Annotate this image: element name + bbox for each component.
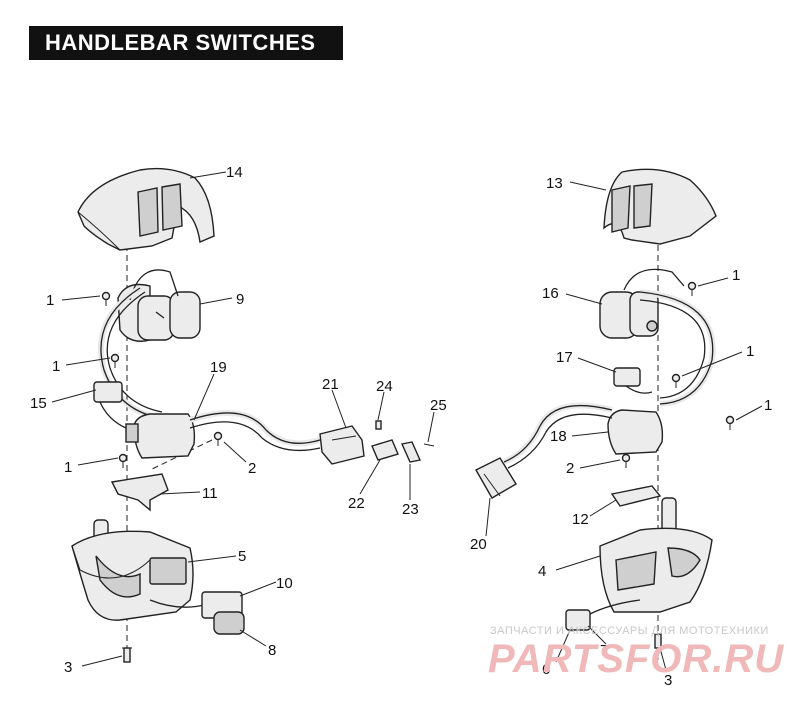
- callout-18: 18: [550, 428, 567, 445]
- seal-22: [371, 439, 399, 461]
- right-connector-20: [475, 457, 517, 499]
- callout-11: 11: [202, 485, 218, 502]
- callout-15: 15: [30, 395, 47, 412]
- left-lower-switch-housing: [71, 519, 194, 621]
- callout-13: 13: [546, 175, 563, 192]
- left-module-19: [125, 413, 196, 459]
- callout-10: 10: [276, 575, 293, 592]
- screw-24: [375, 420, 382, 430]
- right-handlebar-assembly: [475, 168, 735, 660]
- right-bracket: [610, 485, 662, 507]
- right-screw-3: [654, 633, 662, 649]
- left-screw-3: [122, 647, 132, 663]
- leader-lines: [51, 171, 763, 671]
- callout-5: 5: [238, 548, 246, 565]
- watermark: ЗАПЧАСТИ И АКСЕССУАРЫ ДЛЯ МОТОТЕХНИКИ PA…: [488, 625, 784, 681]
- callout-1-right-c: 1: [764, 397, 772, 414]
- right-screw-2: [621, 453, 631, 468]
- watermark-tagline: ЗАПЧАСТИ И АКСЕССУАРЫ ДЛЯ МОТОТЕХНИКИ: [490, 625, 769, 637]
- left-screw-1b: [110, 353, 120, 368]
- callout-12: 12: [572, 511, 589, 528]
- gasket-23: [401, 441, 421, 463]
- right-lower-switch-housing: [599, 497, 713, 613]
- callout-19: 19: [210, 359, 227, 376]
- left-upper-switch-housing: [77, 167, 215, 251]
- callout-14: 14: [226, 164, 243, 181]
- callout-24: 24: [376, 378, 393, 395]
- callout-1-left-b: 1: [52, 358, 60, 375]
- callout-9: 9: [236, 291, 244, 308]
- left-connector-plug: [149, 591, 245, 635]
- callout-21: 21: [322, 376, 339, 393]
- page-title: HANDLEBAR SWITCHES: [29, 26, 343, 60]
- callout-labels: 14 1 9 1 19 15 1 2 11 5 10 8 3 21 24 25 …: [30, 164, 772, 689]
- callout-2-left: 2: [248, 460, 256, 477]
- callout-7: 7: [600, 642, 608, 659]
- callout-3-right: 3: [664, 672, 672, 689]
- right-connector-17: [613, 367, 653, 394]
- left-screw-1c: [118, 453, 128, 468]
- callout-2-right: 2: [566, 460, 574, 477]
- right-module-18: [607, 409, 664, 455]
- callout-23: 23: [402, 501, 419, 518]
- left-connector-15: [93, 381, 127, 429]
- callout-3-left: 3: [64, 659, 72, 676]
- callout-1-left-c: 1: [64, 459, 72, 476]
- left-handlebar-assembly: [71, 167, 321, 663]
- callout-25: 25: [430, 397, 447, 414]
- left-bracket: [110, 473, 169, 512]
- callout-4: 4: [538, 563, 546, 580]
- callout-1-left-a: 1: [46, 292, 54, 309]
- right-screw-1c: [725, 415, 735, 430]
- callout-16: 16: [542, 285, 559, 302]
- right-upper-switch-housing: [603, 168, 717, 245]
- callout-22: 22: [348, 495, 365, 512]
- left-screw-1a: [101, 291, 111, 306]
- callout-8: 8: [268, 642, 276, 659]
- callout-17: 17: [556, 349, 573, 366]
- callout-20: 20: [470, 536, 487, 553]
- right-screw-1b: [671, 373, 681, 388]
- callout-1-right-b: 1: [746, 343, 754, 360]
- left-screw-2: [213, 431, 223, 446]
- right-screw-1a: [687, 281, 697, 296]
- right-switch-module: [599, 268, 685, 339]
- watermark-brand: PARTSFOR.RU: [488, 637, 784, 681]
- pin-25: [423, 443, 435, 447]
- callout-6: 6: [542, 661, 550, 678]
- callout-1-right-a: 1: [732, 267, 740, 284]
- right-connector-plug: [565, 599, 641, 631]
- left-switch-module: [117, 269, 201, 342]
- connector-21-group: [319, 425, 365, 465]
